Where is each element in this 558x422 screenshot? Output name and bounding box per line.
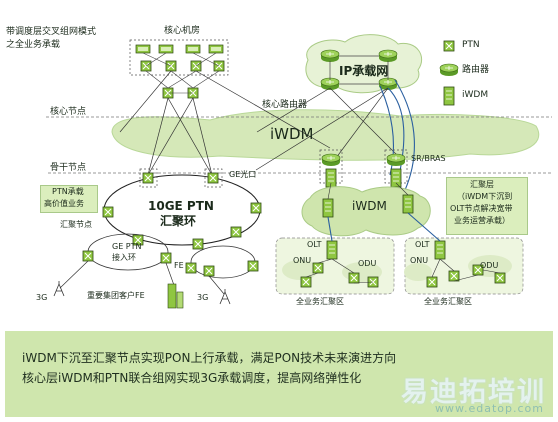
ptn-note-box <box>40 185 98 213</box>
core-node-label: 核心节点 <box>50 107 87 117</box>
iwdm-band-label: iWDM <box>270 125 314 143</box>
tower-left-icon <box>53 281 65 297</box>
ptn-note-line-2: 高价值业务 <box>44 199 84 208</box>
legend-router-label: 路由器 <box>462 65 490 75</box>
agg-layer-line-2: （iWDM下沉到 <box>457 192 513 201</box>
olt-left-label: OLT <box>307 240 322 249</box>
router-icon <box>439 63 459 77</box>
core-room-label: 核心机房 <box>164 26 201 36</box>
fe-label: FE <box>174 261 184 270</box>
watermark-url: www.edatop.com <box>435 402 544 415</box>
agg-layer-line-1: 汇聚层 <box>470 180 494 189</box>
zone-right-label: 全业务汇聚区 <box>424 297 472 306</box>
core-router-label: 核心路由器 <box>262 100 308 110</box>
iwdm-band <box>111 109 540 161</box>
ring-subtitle: 汇聚环 <box>160 214 197 228</box>
building-icon <box>167 283 184 309</box>
core-room-devices <box>129 39 229 99</box>
ring-title: 10GE PTN <box>148 199 214 213</box>
legend-iwdm-label: iWDM <box>462 90 489 100</box>
ge-access-line-1: GE PTN <box>112 242 142 251</box>
onu-right-label: ONU <box>410 256 429 265</box>
tower-right-icon <box>219 289 231 305</box>
odu-right-label: ODU <box>480 261 499 270</box>
legend-ptn-label: PTN <box>462 40 480 50</box>
summary-line-2: 核心层iWDM和PTN联合组网实现3G承载调度，提高网络弹性化 <box>22 371 362 385</box>
watermark-text: 易迪拓培训 <box>401 377 546 408</box>
threeg-left-label: 3G <box>36 293 48 302</box>
summary-panel <box>5 331 553 417</box>
iwdm-right-label: iWDM <box>352 199 387 213</box>
onu-left-label: ONU <box>293 256 312 265</box>
pon-zone-left <box>275 237 395 295</box>
zone-left-label: 全业务汇聚区 <box>296 297 344 306</box>
ge-access-line-2: 接入环 <box>112 253 136 262</box>
ip-network-label: IP承载网 <box>339 64 389 78</box>
summary-line-1: iWDM下沉至汇聚节点实现PON上行承载，满足PON技术未来演进方向 <box>22 351 397 365</box>
agg-node-label: 汇聚节点 <box>60 220 92 229</box>
ip-routers <box>320 49 398 91</box>
ptn-note-line-1: PTN承载 <box>52 187 84 196</box>
title-line-1: 带调度层交叉组网模式 <box>6 27 97 37</box>
iwdm-right-cloud <box>301 186 431 237</box>
ptn-icon <box>443 40 455 52</box>
agg-layer-line-4: 业务运营承载） <box>454 216 510 225</box>
threeg-right-label: 3G <box>197 293 209 302</box>
title-line-2: 之全业务承载 <box>6 40 61 50</box>
sr-bras-label: SR/BRAS <box>411 154 446 163</box>
iwdm-icon <box>443 86 455 106</box>
agg-layer-box <box>446 177 528 235</box>
ge-optical-label: GE光口 <box>229 170 257 179</box>
fe-customer-label: 重要集团客户FE <box>87 291 145 300</box>
pon-zone-right <box>404 237 524 295</box>
backbone-node-label: 骨干节点 <box>50 163 87 173</box>
olt-right-label: OLT <box>415 240 430 249</box>
agg-layer-line-3: OLT节点解决宽带 <box>450 204 513 213</box>
odu-left-label: ODU <box>358 259 377 268</box>
